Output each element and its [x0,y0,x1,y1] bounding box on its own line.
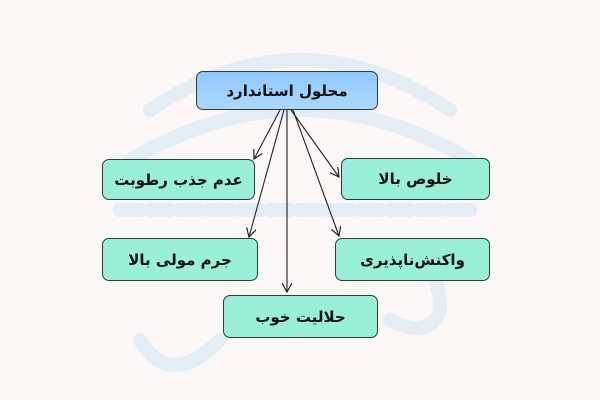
root-node: محلول استاندارد [196,71,378,110]
node-label: خلوص بالا [378,170,453,188]
node-label: جرم مولی بالا [128,250,232,269]
node-label: عدم جذب رطوبت [114,170,243,189]
node-good-solubility: حلالیت خوب [223,295,378,338]
arrow-to-high-molar-mass [249,109,285,237]
root-label: محلول استاندارد [226,81,348,100]
node-label: حلالیت خوب [255,307,346,326]
arrow-to-non-reactivity [292,109,339,236]
node-non-reactivity: واکنش‌ناپذیری [335,238,490,281]
node-high-purity: خلوص بالا [341,158,490,200]
arrow-to-no-moisture [254,109,281,159]
node-label: واکنش‌ناپذیری [360,250,465,269]
arrow-to-high-purity [290,109,339,177]
node-high-molar-mass: جرم مولی بالا [102,238,258,281]
node-no-moisture-absorption: عدم جذب رطوبت [102,159,255,200]
